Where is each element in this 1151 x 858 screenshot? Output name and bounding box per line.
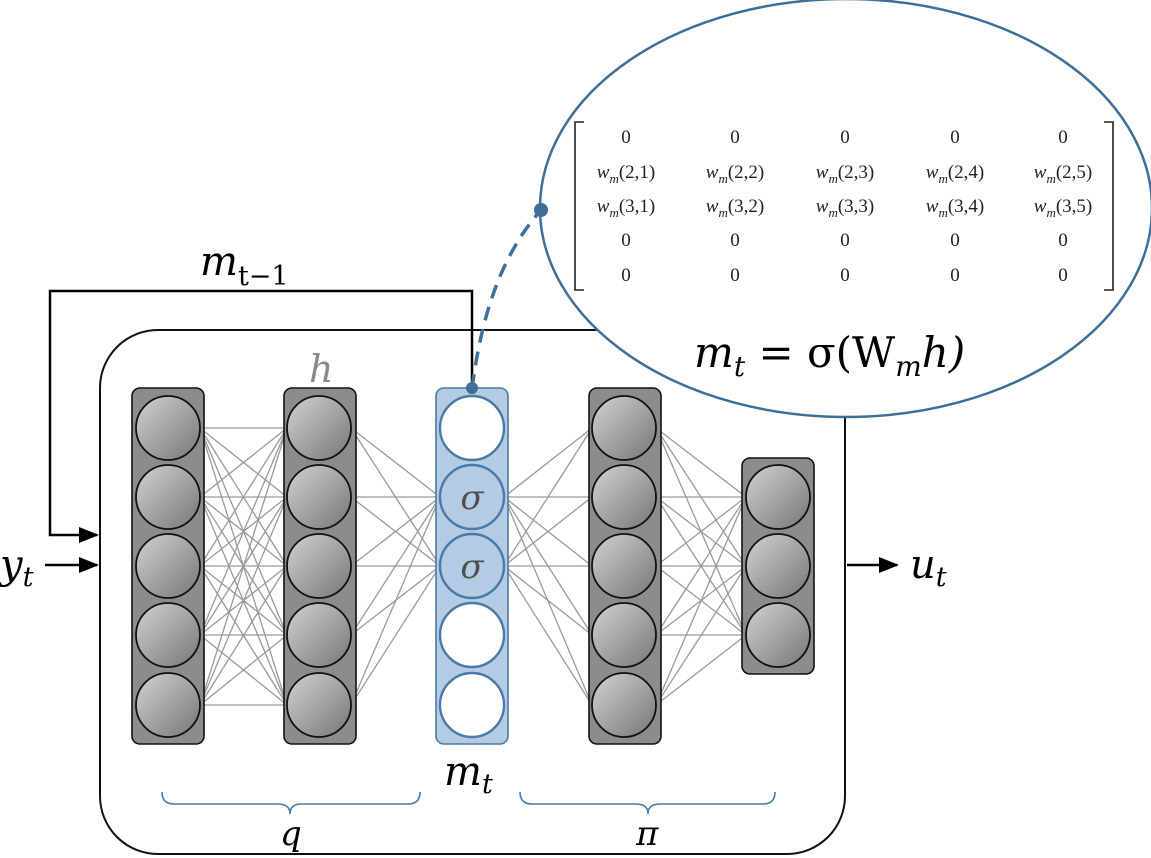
layer-policy-hidden-node — [591, 672, 657, 738]
edge — [199, 565, 288, 706]
edge — [199, 427, 288, 498]
layer-hidden-node — [286, 672, 352, 738]
sigma-activation-label: σ — [460, 547, 484, 587]
matrix-left-bracket — [574, 121, 584, 291]
matrix-cell: 0 — [840, 127, 850, 148]
feedback-loop-line — [48, 289, 474, 543]
edge — [350, 496, 441, 706]
matrix-cell: 0 — [950, 127, 960, 148]
matrix-cell: 0 — [1058, 127, 1068, 148]
policy-label: π — [635, 814, 659, 854]
matrix-cell: wm(2,2) — [706, 162, 764, 186]
matrix-cell: wm(2,1) — [597, 162, 655, 186]
layer-output-node — [745, 464, 811, 530]
edge — [503, 565, 593, 636]
output-label: ut — [910, 542, 947, 593]
matrix-cell: 0 — [730, 127, 740, 148]
matrix-cell: wm(2,3) — [816, 162, 874, 186]
matrix-cell: wm(3,4) — [926, 196, 984, 220]
sigma-activation-label: σ — [460, 478, 484, 518]
matrix-cell: 0 — [730, 230, 740, 251]
edge — [350, 496, 441, 636]
encoder-brace — [161, 791, 421, 815]
policy-brace — [519, 791, 776, 815]
edge — [655, 634, 747, 706]
edge — [655, 496, 747, 636]
matrix-cell: wm(2,5) — [1034, 162, 1092, 186]
layer-hidden-node — [286, 602, 352, 668]
edge — [199, 496, 288, 706]
edge — [199, 427, 288, 636]
layer-memory-node — [438, 671, 506, 739]
layer-input-node — [135, 533, 201, 599]
layer-memory-node — [438, 601, 506, 669]
matrix-cell: 0 — [621, 127, 631, 148]
matrix-cell: wm(3,1) — [597, 196, 655, 220]
callout-anchor-dot — [534, 203, 548, 217]
memory-layer-label: mt — [444, 749, 493, 800]
edge — [655, 496, 747, 706]
matrix-cell: wm(3,3) — [816, 196, 874, 220]
edge — [655, 565, 747, 706]
matrix-cell: 0 — [840, 265, 850, 286]
input-label: yt — [0, 542, 34, 593]
edge — [655, 496, 747, 567]
edge — [503, 496, 593, 567]
edge — [199, 427, 288, 706]
layer-policy-hidden-node — [591, 533, 657, 599]
edge — [503, 427, 593, 567]
layer-hidden-node — [286, 533, 352, 599]
layer-input-node — [135, 602, 201, 668]
matrix-cell: 0 — [730, 265, 740, 286]
network-layers: σσ — [131, 387, 815, 745]
weight-matrix: 0 0 0 0 0 wm(2,1) wm(2,2) wm(2,3) wm(2,4) wm(2,5)… — [597, 127, 1092, 286]
connection-edges — [199, 427, 747, 706]
edge — [350, 427, 441, 498]
layer-memory-node — [438, 394, 506, 462]
matrix-cell: 0 — [950, 265, 960, 286]
matrix-cell: 0 — [621, 230, 631, 251]
memory-anchor-dot — [466, 382, 478, 394]
edge — [199, 427, 288, 567]
encoder-label: q — [280, 814, 302, 854]
layer-policy-hidden-node — [591, 602, 657, 668]
layer-output-node — [745, 533, 811, 599]
matrix-cell: wm(2,4) — [926, 162, 984, 186]
layer-input-node — [135, 464, 201, 530]
edge — [503, 565, 593, 706]
hidden-layer-label: h — [309, 347, 333, 391]
matrix-cell: 0 — [1058, 230, 1068, 251]
matrix-cell: 0 — [840, 230, 850, 251]
feedback-label: mt−1 — [200, 239, 289, 292]
memory-equation: mt = σ(Wmh) — [694, 328, 965, 383]
edge — [350, 496, 441, 567]
matrix-cell: 0 — [1058, 265, 1068, 286]
matrix-cell: 0 — [950, 230, 960, 251]
layer-policy-hidden-node — [591, 395, 657, 461]
edge — [655, 427, 747, 498]
layer-memory-node — [438, 463, 506, 531]
matrix-cell: wm(3,5) — [1034, 196, 1092, 220]
matrix-cell: wm(3,2) — [706, 196, 764, 220]
matrix-cell: 0 — [621, 265, 631, 286]
layer-memory-node — [438, 532, 506, 600]
layer-hidden-node — [286, 464, 352, 530]
layer-policy-hidden-node — [591, 464, 657, 530]
layer-hidden-node — [286, 395, 352, 461]
edge — [199, 634, 288, 706]
matrix-right-bracket — [1104, 121, 1114, 291]
layer-input-node — [135, 395, 201, 461]
layer-output-node — [745, 602, 811, 668]
edge — [350, 565, 441, 706]
callout-pointer — [470, 208, 543, 389]
layer-input-node — [135, 672, 201, 738]
edge — [503, 427, 593, 498]
